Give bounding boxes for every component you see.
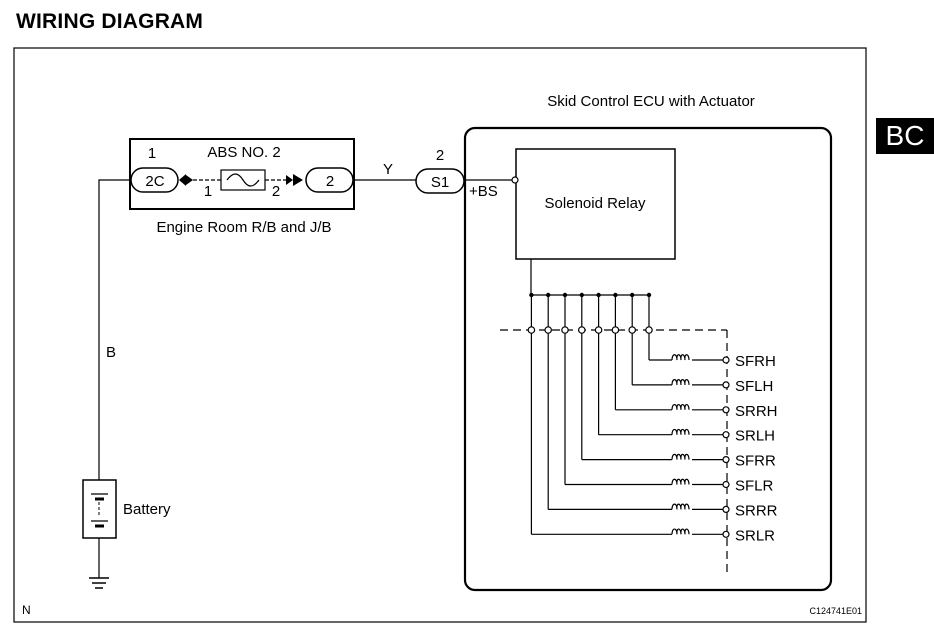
- solenoid-label-sfrr: SFRR: [735, 453, 776, 470]
- fuse-name-label: ABS NO. 2: [207, 144, 280, 161]
- battery-label: Battery: [123, 501, 171, 518]
- diagram-frame: [13, 47, 867, 623]
- figure-code: C124741E01: [809, 606, 862, 616]
- terminal-bs-label: +BS: [469, 183, 498, 200]
- connector-2c-pin: 1: [148, 145, 156, 162]
- fuse-element: [226, 173, 260, 187]
- bus-junction-sfrr: [579, 292, 584, 298]
- corner-mark: N: [22, 603, 31, 617]
- bus-junction-srlr: [529, 292, 534, 298]
- solenoid-label-srrr: SRRR: [735, 502, 778, 519]
- terminal-srrh: [722, 406, 730, 414]
- junction-block-box: [129, 138, 355, 210]
- boundary-terminal-sfrh: [645, 326, 653, 334]
- connector-s1-label: S1: [431, 174, 449, 191]
- ecu-title: Skid Control ECU with Actuator: [547, 93, 755, 110]
- terminal-srlr: [722, 530, 730, 538]
- right-arrow-head: [293, 174, 303, 186]
- coil-sflr: [671, 478, 690, 485]
- fuse-pin-right: 2: [272, 183, 280, 200]
- boundary-terminal-srrh: [611, 326, 620, 334]
- coil-sfrr: [671, 453, 690, 460]
- section-tab-bc[interactable]: BC: [876, 118, 934, 154]
- left-arrow-tail: [186, 175, 193, 185]
- wire-b: [98, 179, 131, 480]
- terminal-sflh: [722, 381, 730, 389]
- bus-junction-srrr: [546, 292, 551, 298]
- connector-2-label: 2: [326, 173, 334, 190]
- bus-junction-sflh: [630, 292, 635, 298]
- bus-junction-sfrh: [646, 292, 652, 298]
- wire-y-color: Y: [383, 161, 393, 178]
- solenoid-label-sflr: SFLR: [735, 478, 774, 495]
- solenoid-label-sflh: SFLH: [735, 378, 773, 395]
- solenoid-label-sfrh: SFRH: [735, 353, 776, 370]
- terminal-sfrr: [722, 456, 730, 464]
- connector-s1-pin: 2: [436, 147, 444, 164]
- coil-srrr: [671, 503, 690, 510]
- boundary-terminal-srrr: [544, 326, 553, 334]
- page-title: WIRING DIAGRAM: [16, 10, 204, 33]
- fuse-pin-left: 1: [204, 183, 212, 200]
- coil-sfrh: [671, 354, 690, 361]
- right-arrow-tail: [286, 175, 293, 185]
- relay-terminal: [511, 176, 519, 184]
- ground-icon: [89, 577, 109, 589]
- terminal-srrr: [722, 505, 730, 513]
- boundary-terminal-sflh: [628, 326, 637, 334]
- connector-s1: [415, 168, 465, 194]
- wire-b-color: B: [106, 344, 116, 361]
- boundary-terminal-srlr: [527, 326, 536, 334]
- coil-sflh: [671, 379, 690, 385]
- connector-2c-label: 2C: [145, 173, 164, 190]
- coil-srrh: [671, 403, 690, 410]
- terminal-sflr: [722, 480, 730, 489]
- boundary-terminal-srlh: [594, 326, 603, 334]
- coil-srlr: [671, 528, 690, 535]
- battery-cells: [91, 493, 108, 528]
- solenoid-label-srlr: SRLR: [735, 527, 775, 544]
- ecu-box: [463, 126, 833, 592]
- terminal-srlh: [722, 431, 730, 439]
- coil-srlh: [671, 428, 690, 435]
- boundary-terminal-sfrr: [577, 326, 586, 334]
- junction-block-name: Engine Room R/B and J/B: [156, 219, 331, 236]
- left-arrow-head: [179, 174, 186, 186]
- bus-junction-sflr: [562, 292, 568, 298]
- solenoid-label-srlh: SRLH: [735, 428, 775, 445]
- solenoid-relay-box: [515, 148, 676, 260]
- bus-junction-srlh: [596, 292, 601, 298]
- boundary-terminal-sflr: [561, 326, 569, 334]
- solenoid-group: SFRH SFLH SRRH SRLH SFRR SFLR SRRR SRLR: [527, 292, 778, 544]
- solenoid-relay-label: Solenoid Relay: [545, 195, 646, 212]
- terminal-sfrh: [722, 356, 730, 364]
- bus-junction-srrh: [613, 292, 618, 298]
- solenoid-label-srrh: SRRH: [735, 403, 778, 420]
